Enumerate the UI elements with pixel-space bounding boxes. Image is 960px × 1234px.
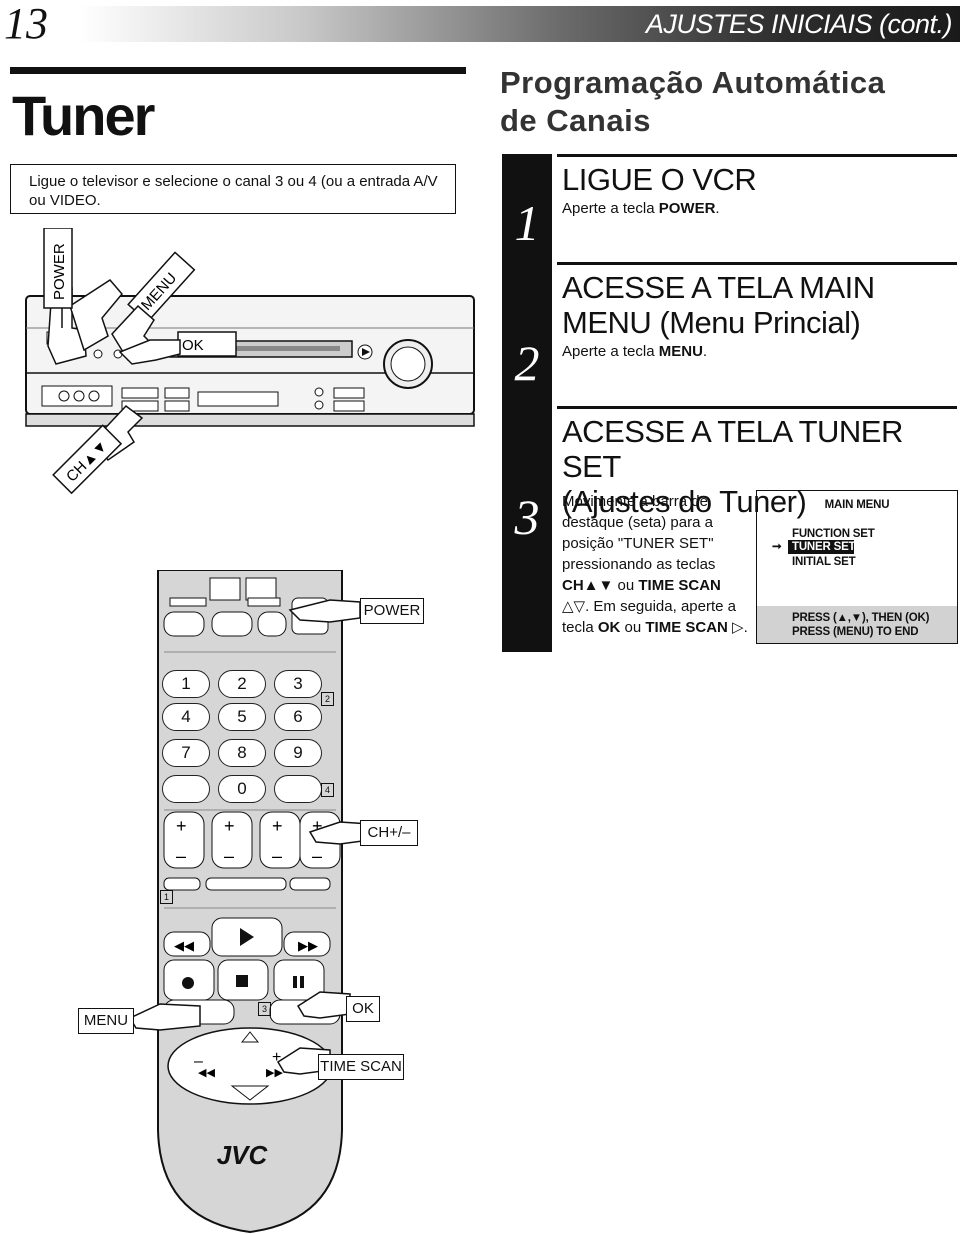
key-5-label: 5 — [237, 707, 247, 726]
svg-text:OK: OK — [182, 337, 204, 354]
step-2-rule — [557, 262, 957, 265]
menu-highlight — [788, 540, 854, 554]
step-1-rule — [557, 154, 957, 157]
step-tag-3: 3 — [258, 1002, 271, 1016]
step-2-number: 2 — [514, 335, 540, 391]
key-4-label: 4 — [181, 707, 191, 726]
key-3-label: 3 — [293, 674, 303, 693]
step-1-number: 1 — [514, 195, 540, 251]
vcr-power-label: POWER — [51, 243, 68, 300]
left-rule — [10, 67, 466, 74]
step-tag-2: 2 — [321, 692, 334, 706]
remote-menu-callout: MENU — [78, 1008, 134, 1034]
page-title: Tuner — [12, 84, 155, 147]
vcr-illustration: POWER MENU OK CH▲▼ — [25, 228, 475, 495]
svg-text:+: + — [224, 816, 235, 836]
intro-text: Ligue o televisor e selecione o canal 3 … — [29, 173, 438, 209]
main-menu-screen — [756, 490, 958, 644]
svg-text:–: – — [224, 846, 234, 866]
section-title: Programação Automática de Canais — [500, 64, 940, 140]
key-6-label: 6 — [293, 707, 303, 726]
svg-text:–: – — [312, 846, 322, 866]
menu-footer — [757, 606, 957, 643]
svg-text:▶▶: ▶▶ — [298, 938, 318, 953]
brand-logo: JVC — [216, 1140, 268, 1170]
key-4[interactable] — [162, 703, 210, 731]
step-3-heading: ACESSE A TELA TUNER SET (Ajustes do Tune… — [562, 414, 903, 519]
section-title-line2: de Canais — [500, 103, 651, 138]
remote-ok-callout: OK — [346, 996, 380, 1022]
step-1-body: Aperte a tecla POWER. — [562, 200, 720, 217]
section-title-line1: Programação Automática — [500, 65, 886, 100]
step-2-body: Aperte a tecla MENU. — [562, 343, 708, 360]
svg-text:▶▶: ▶▶ — [266, 1067, 283, 1079]
key-1[interactable] — [162, 670, 210, 698]
pointing-hand-icon — [128, 1003, 201, 1031]
key-0-label: 0 — [237, 779, 247, 798]
key-0[interactable] — [218, 775, 266, 803]
key-8-label: 8 — [237, 743, 247, 762]
key-9-label: 9 — [293, 743, 303, 762]
svg-text:+: + — [272, 1049, 281, 1066]
step-3-body: Movimente a barra de destaque (seta) par… — [562, 493, 748, 636]
step-1-heading: LIGUE O VCR — [562, 162, 757, 197]
svg-text:◀◀: ◀◀ — [198, 1067, 215, 1079]
svg-text:+: + — [176, 816, 187, 836]
step-tag-1: 1 — [160, 890, 173, 904]
key-blank[interactable] — [162, 775, 210, 803]
step-3-number: 3 — [514, 489, 540, 545]
remote-ch-callout: CH+/– — [360, 820, 418, 846]
menu-cursor-icon: ➞ — [772, 541, 782, 553]
remote-timescan-callout: TIME SCAN — [318, 1054, 404, 1080]
step-3-rule — [557, 406, 957, 409]
key-9[interactable] — [274, 739, 322, 767]
key-blank-2[interactable] — [274, 775, 322, 803]
section-header-title: AJUSTES INICIAIS (cont.) — [645, 9, 953, 39]
svg-text:◀◀: ◀◀ — [174, 938, 194, 953]
menu-item-function-set: FUNCTION SET — [792, 528, 875, 540]
remote-power-callout: POWER — [360, 598, 424, 624]
key-2-label: 2 — [237, 674, 247, 693]
key-6[interactable] — [274, 703, 322, 731]
step-2-heading: ACESSE A TELA MAIN MENU (Menu Princial) — [562, 270, 875, 340]
key-1-label: 1 — [181, 674, 191, 693]
page-number: 13 — [4, 0, 48, 48]
svg-text:+: + — [312, 816, 323, 836]
intro-box: Ligue o televisor e selecione o canal 3 … — [10, 164, 456, 214]
menu-footer-line2: PRESS (MENU) TO END — [792, 626, 919, 638]
menu-footer-line1: PRESS (▲,▼), THEN (OK) — [792, 612, 930, 624]
header-bar — [80, 6, 960, 42]
menu-item-tuner-set: TUNER SET — [792, 541, 856, 553]
key-5[interactable] — [218, 703, 266, 731]
menu-item-initial-set: INITIAL SET — [792, 556, 856, 568]
menu-title: MAIN MENU — [824, 499, 890, 511]
step-number-bar: 1 2 3 — [502, 154, 552, 652]
key-3[interactable] — [274, 670, 322, 698]
key-2[interactable] — [218, 670, 266, 698]
key-8[interactable] — [218, 739, 266, 767]
svg-text:–: – — [176, 846, 186, 866]
svg-text:–: – — [272, 846, 282, 866]
pointing-hand-icon — [288, 599, 361, 623]
key-7-label: 7 — [181, 743, 191, 762]
key-7[interactable] — [162, 739, 210, 767]
svg-text:–: – — [194, 1053, 203, 1070]
svg-text:+: + — [272, 816, 283, 836]
step-tag-4: 4 — [321, 783, 334, 797]
